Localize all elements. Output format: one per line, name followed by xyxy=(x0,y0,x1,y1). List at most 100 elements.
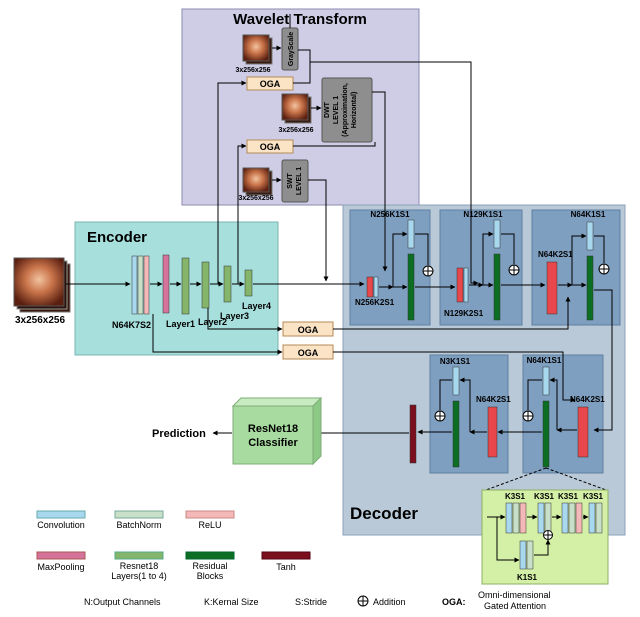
plus-circle-icon xyxy=(422,265,434,277)
res-conv-label-2: K3S1 xyxy=(534,492,555,501)
dwt-line-4: Horizontal) xyxy=(351,92,358,129)
swt-img-size: 3x256x256 xyxy=(238,195,273,202)
note-oga-key: OGA: xyxy=(442,597,466,607)
res-bottom-label: K1S1 xyxy=(517,573,538,582)
block2-bn xyxy=(463,267,469,303)
swt-module xyxy=(281,159,309,203)
layer3-label: Layer3 xyxy=(220,311,249,321)
plus-circle-icon xyxy=(508,264,520,276)
classifier-line-1: ResNet18 xyxy=(248,423,298,435)
encoder-layer4 xyxy=(244,269,253,297)
dwt-line-3: (Approximation, xyxy=(342,83,349,137)
layer1-label: Layer1 xyxy=(166,319,195,329)
block1-bn xyxy=(373,276,379,298)
block3-conv xyxy=(586,221,594,251)
prediction-label: Prediction xyxy=(152,428,206,440)
input-image-icon xyxy=(13,257,71,313)
plus-circle-icon xyxy=(357,595,369,607)
layer4-label: Layer4 xyxy=(242,301,271,311)
legend-label-convolution: Convolution xyxy=(37,520,85,530)
block2-top-label: N129K1S1 xyxy=(463,210,503,219)
legend-label-resnet18-2: Layers(1 to 4) xyxy=(111,571,167,581)
dwt-line-2: LEVEL 1 xyxy=(333,96,340,124)
legend-swatch-tanh xyxy=(261,551,311,560)
note-addition: Addition xyxy=(373,597,406,607)
encoder-panel xyxy=(74,221,279,356)
encoder-conv-stack xyxy=(131,255,150,315)
wavelet-title: Wavelet Transform xyxy=(233,11,367,28)
plus-circle-icon xyxy=(434,410,446,422)
encoder-title: Encoder xyxy=(87,229,147,246)
decoder-block-1 xyxy=(349,209,431,326)
block1-residual xyxy=(407,253,415,321)
legend-swatch-maxpooling xyxy=(36,551,86,560)
res-stack-1 xyxy=(505,502,527,534)
swt-line-2: LEVEL 1 xyxy=(296,167,303,195)
encoder-layer3 xyxy=(223,265,232,303)
layer2-label: Layer2 xyxy=(198,317,227,327)
res-conv-label-1: K3S1 xyxy=(505,492,526,501)
res-stack-3 xyxy=(561,502,583,534)
encoder-maxpool xyxy=(162,254,170,314)
legend-label-resnet18: Resnet18 xyxy=(120,561,159,571)
dwt-img-size: 3x256x256 xyxy=(278,127,313,134)
oga-box-2-label: OGA xyxy=(260,142,281,152)
legend-swatch-resnet18 xyxy=(114,551,164,560)
tanh-layer xyxy=(409,404,417,464)
block5-residual xyxy=(452,400,460,468)
block5-conv xyxy=(452,366,460,396)
legend-label-maxpooling: MaxPooling xyxy=(37,562,84,572)
swt-line-1: SWT xyxy=(287,173,294,189)
encoder-layer1 xyxy=(181,257,190,315)
block3-upconv xyxy=(546,261,558,315)
note-stride: S:Stride xyxy=(295,597,327,607)
block3-side-label: N64K2S1 xyxy=(538,250,573,259)
block4-top-label: N64K1S1 xyxy=(527,356,562,365)
legend-label-tanh: Tanh xyxy=(276,562,296,572)
block4-upconv xyxy=(577,406,589,458)
res-stack-4 xyxy=(588,502,603,534)
decoder-block-2 xyxy=(439,209,523,326)
dwt-image-icon xyxy=(281,93,312,124)
legend-swatch-convolution xyxy=(36,510,86,519)
block3-top-label: N64K1S1 xyxy=(571,210,606,219)
block2-upconv xyxy=(456,267,464,303)
note-output-channels: N:Output Channels xyxy=(84,597,161,607)
input-size-label: 3x256x256 xyxy=(15,315,65,326)
decoder-title: Decoder xyxy=(350,504,418,523)
plus-circle-icon xyxy=(543,530,553,540)
oga-box-3-label: OGA xyxy=(298,325,319,335)
note-oga-val-2: Gated Attention xyxy=(484,601,546,611)
res-conv-label-3: K3S1 xyxy=(558,492,579,501)
legend-label-relu: ReLU xyxy=(198,520,221,530)
resnet18-classifier xyxy=(231,396,323,466)
res-conv-label-4: K3S1 xyxy=(583,492,604,501)
res-bottom-stack xyxy=(519,540,534,570)
block1-top-label: N256K1S1 xyxy=(370,210,410,219)
dwt-module xyxy=(321,77,373,143)
note-oga-val-1: Omni-dimensional xyxy=(478,590,551,600)
encoder-layer2 xyxy=(201,261,210,309)
block2-bottom-label: N129K2S1 xyxy=(444,309,484,318)
legend: Convolution BatchNorm ReLU MaxPooling Re… xyxy=(36,510,551,611)
legend-label-batchnorm: BatchNorm xyxy=(116,520,161,530)
block5-side-label: N64K2S1 xyxy=(476,395,511,404)
block3-residual xyxy=(586,255,594,321)
encoder-conv-label: N64K7S2 xyxy=(112,320,151,330)
plus-circle-icon xyxy=(598,263,610,275)
note-kernal-size: K:Kernal Size xyxy=(204,597,259,607)
grayscale-image-icon xyxy=(242,34,273,65)
dwt-line-1: DWT xyxy=(324,101,331,118)
legend-swatch-residual xyxy=(185,551,235,560)
block1-conv xyxy=(407,219,415,249)
legend-swatch-batchnorm xyxy=(114,510,164,519)
classifier-line-2: Classifier xyxy=(248,437,298,449)
block4-residual xyxy=(542,400,550,468)
block1-bottom-label: N256K2S1 xyxy=(355,298,395,307)
grayscale-label: GrayScale xyxy=(288,32,295,66)
legend-swatch-relu xyxy=(185,510,235,519)
gray-img-size: 3x256x256 xyxy=(235,67,270,74)
swt-image-icon xyxy=(242,167,273,196)
legend-label-residual: Residual xyxy=(192,561,227,571)
